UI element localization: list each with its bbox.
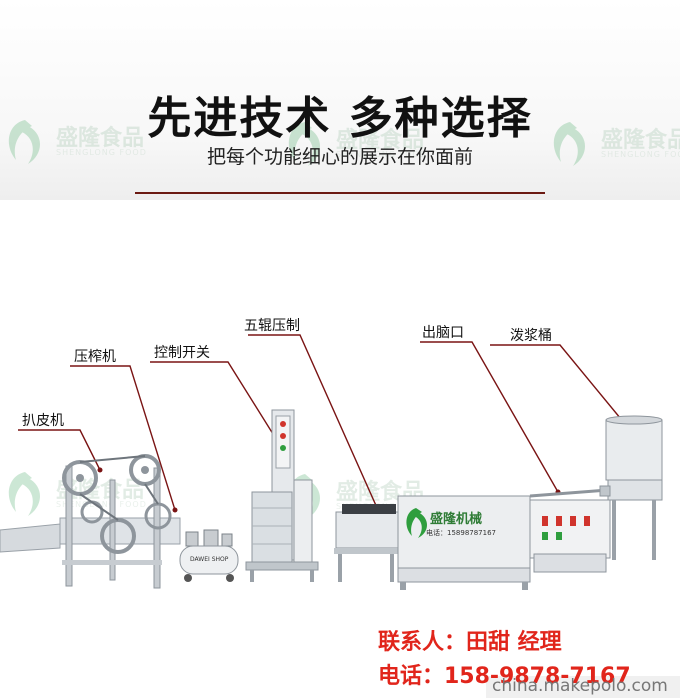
- compressor-text: DAWEI SHOP: [190, 556, 229, 563]
- callout-line-bucket: [490, 344, 631, 431]
- watermark-top-center: 盛隆食品 SHENGLONG FOOD: [280, 110, 426, 180]
- header-band: [0, 0, 680, 200]
- watermark-brand: 盛隆食品: [336, 128, 425, 153]
- site-watermark: china.makepolo.com: [492, 676, 668, 696]
- watermark-latin: SHENGLONG FOOD: [56, 500, 147, 509]
- page-title: 先进技术 多种选择: [147, 93, 533, 144]
- watermark-latin: SHENGLONG FOOD: [336, 150, 427, 159]
- watermark-brand: 盛隆食品: [56, 126, 145, 151]
- plate-phone: 电话：15898787167: [426, 529, 496, 537]
- leaf-logo-icon: [8, 472, 40, 516]
- page-subtitle: 把每个功能细心的展示在你面前: [206, 146, 473, 168]
- watermark-top-right: 盛隆食品 SHENGLONG FOOD: [545, 110, 680, 180]
- callout-dot: [172, 507, 178, 513]
- label-control-switch: 控制开关: [154, 345, 210, 361]
- label-slurry-bucket: 泼浆桶: [510, 328, 552, 344]
- slurry-bucket: [599, 415, 663, 560]
- plate-brand: 盛隆机械: [430, 512, 483, 527]
- main-forming-machine: [397, 488, 611, 590]
- label-peeler: 扒皮机: [22, 413, 64, 429]
- plate-leaf-icon: [406, 508, 427, 538]
- contact-person: 联系人：田甜 经理: [378, 630, 562, 655]
- contact-phone: 电话：158-9878-7167: [378, 664, 631, 689]
- header-rule: [135, 192, 545, 194]
- leaf-logo-icon: [8, 120, 40, 164]
- callout-lines: [18, 334, 631, 511]
- five-roller-machine: [334, 504, 399, 582]
- label-press: 压榨机: [74, 349, 116, 365]
- label-five-roller: 五辊压制: [244, 318, 300, 334]
- site-badge-bg: [486, 676, 680, 698]
- callout-dot: [97, 467, 103, 473]
- press-tower: [245, 409, 319, 582]
- air-compressor: [179, 529, 239, 582]
- callout-line-press: [70, 365, 176, 511]
- watermark-latin: SHENGLONG FOOD: [56, 148, 147, 157]
- label-outlet: 出脑口: [422, 325, 464, 341]
- callout-line-outlet: [420, 341, 559, 493]
- watermark-brand: 盛隆食品: [601, 128, 680, 153]
- callout-line-peeler: [18, 429, 101, 471]
- callout-line-control: [150, 361, 279, 443]
- watermark-top-left: 盛隆食品 SHENGLONG FOOD: [0, 108, 146, 178]
- callout-line-roller: [248, 334, 379, 511]
- watermark-latin: SHENGLONG FOOD: [601, 150, 680, 159]
- leaf-logo-icon: [553, 122, 585, 166]
- peeler-machine: [0, 454, 181, 589]
- leaf-logo-icon: [288, 122, 320, 166]
